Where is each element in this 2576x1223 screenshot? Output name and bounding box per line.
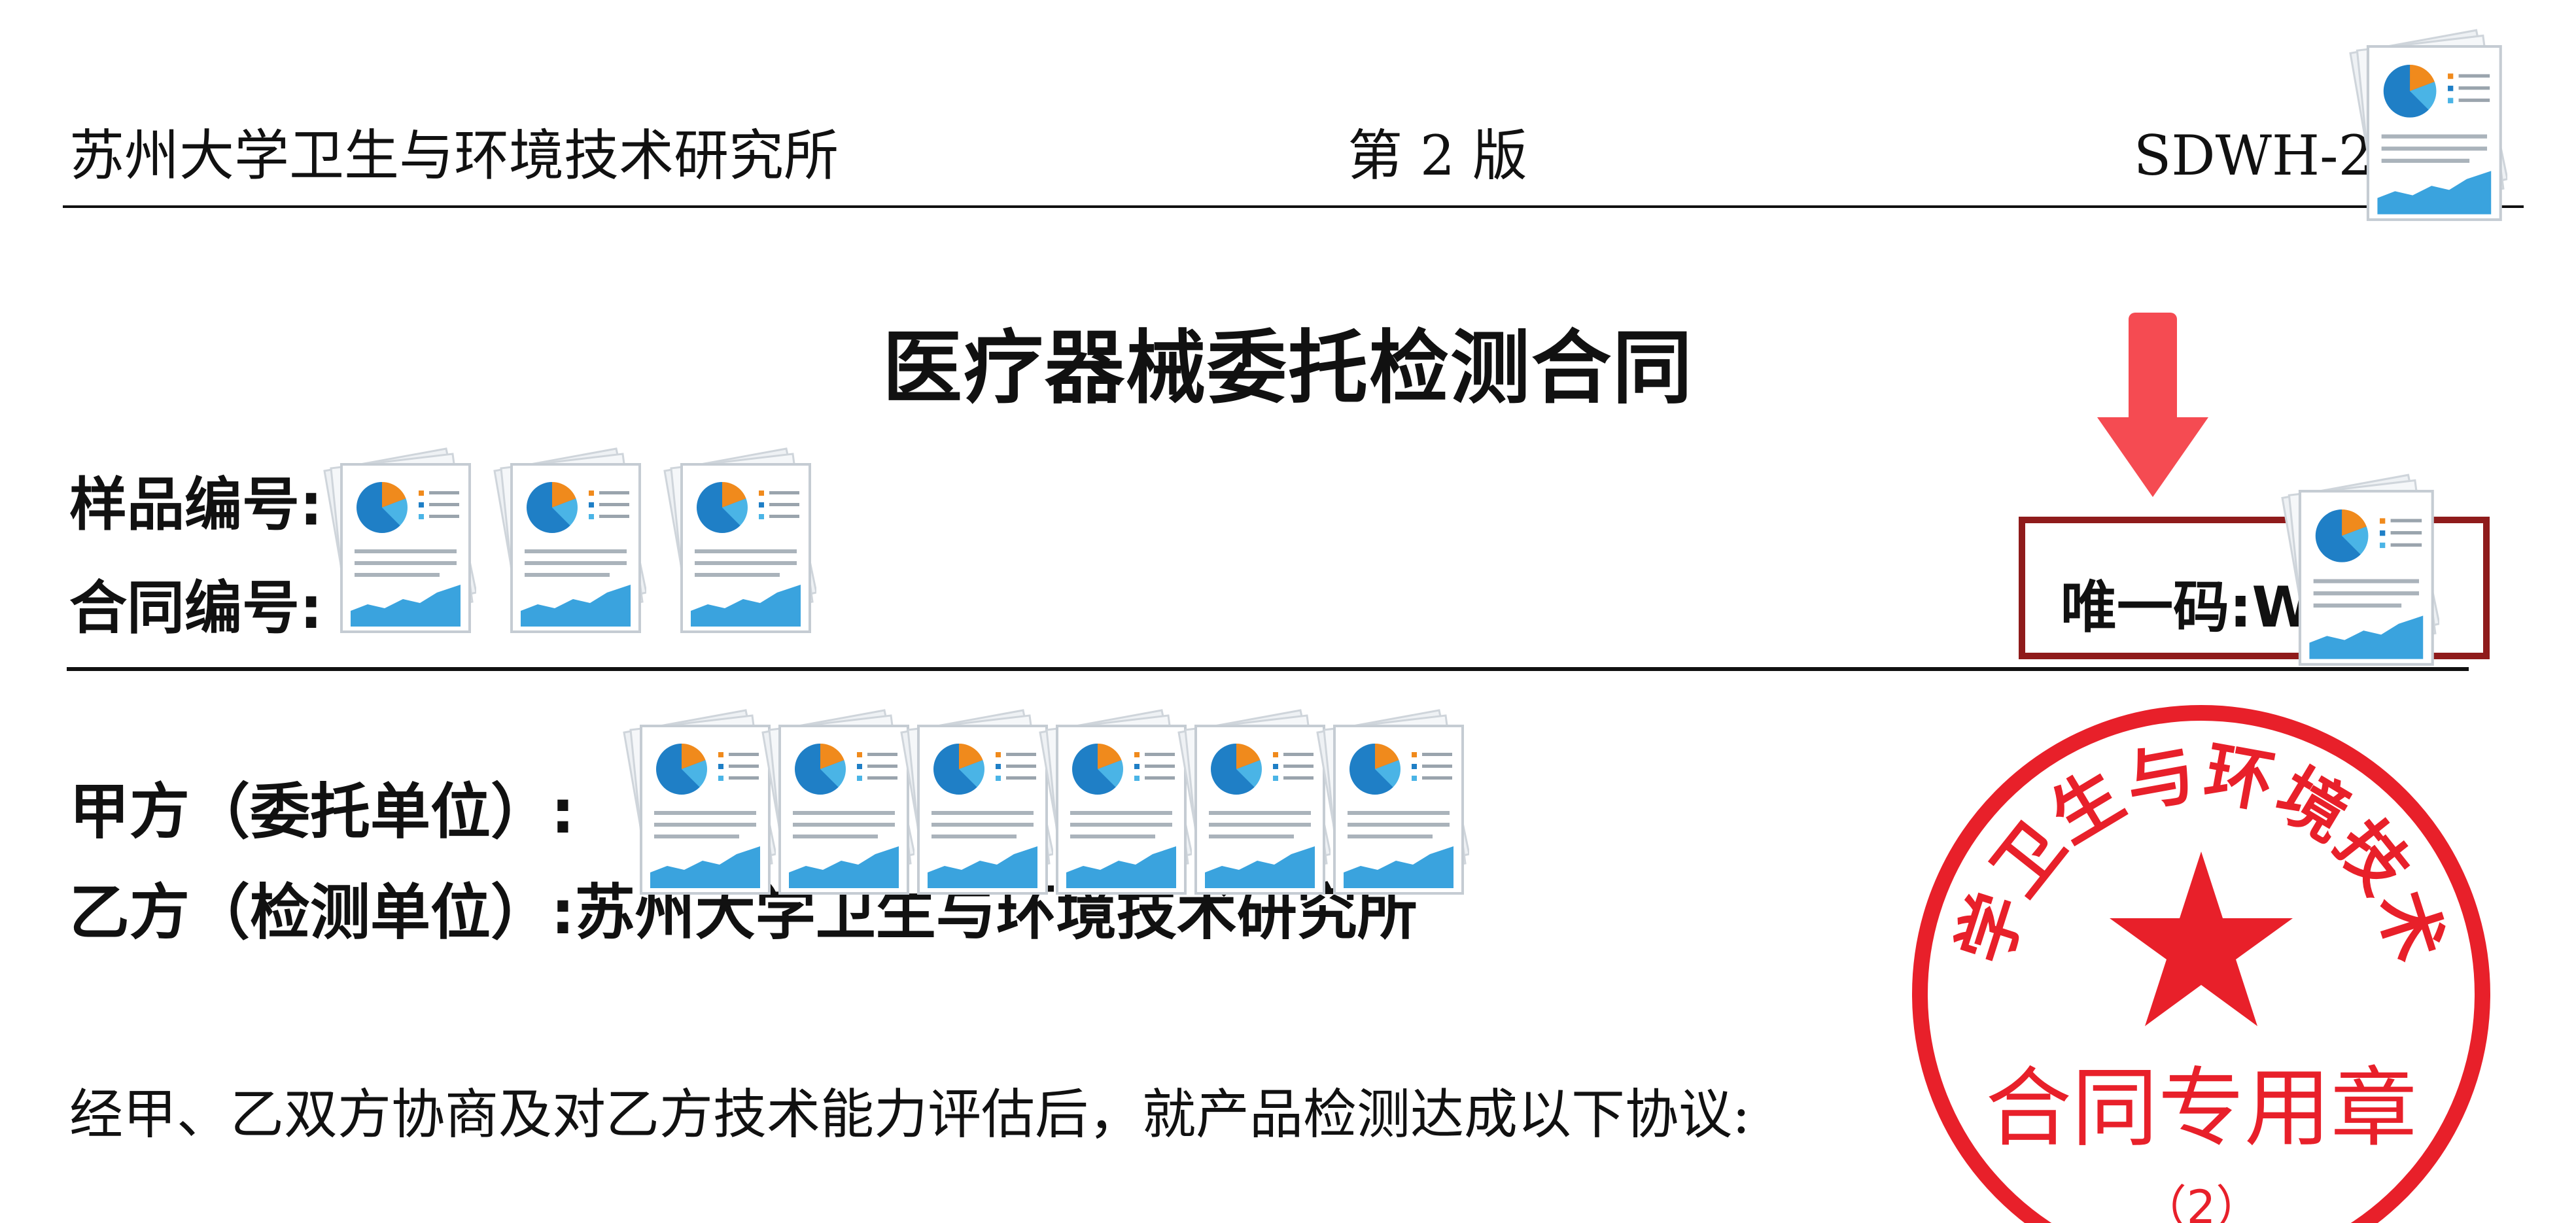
party-a-label: 甲方（委托单位）: <box>69 777 575 847</box>
document-title: 医疗器械委托检测合同 <box>882 322 1694 415</box>
header-rule <box>63 205 2524 208</box>
document-chart-icon <box>1176 706 1331 896</box>
document-chart-icon <box>2274 471 2445 667</box>
document-chart-icon <box>662 445 816 634</box>
document-chart-icon <box>322 445 476 634</box>
unique-code-label-text: 唯一码: <box>2061 575 2252 640</box>
document-chart-icon <box>492 445 646 634</box>
party-b-label: 乙方（检测单位）: <box>69 878 575 948</box>
red-arrow-icon <box>2097 313 2208 497</box>
sample-number-label: 样品编号: <box>69 471 323 538</box>
contract-number-label: 合同编号: <box>69 574 323 642</box>
agreement-sentence: 经甲、乙双方协商及对乙方技术能力评估后，就产品检测达成以下协议: <box>69 1084 1750 1146</box>
document-chart-icon <box>621 706 776 896</box>
header-institution: 苏州大学卫生与环境技术研究所 <box>69 124 839 188</box>
header-doc-code-text: SDWH-2 <box>2133 124 2373 188</box>
document-chart-icon <box>1037 706 1192 896</box>
document-chart-icon <box>1315 706 1469 896</box>
section-rule <box>67 667 2469 671</box>
document-chart-icon <box>760 706 914 896</box>
seal-center-text: 合同专用章 <box>1985 1058 2417 1159</box>
document-chart-icon <box>2346 26 2509 222</box>
official-seal-icon: 苏州大学卫生与环境技术研究所 合同专用章 （2） <box>1890 680 2490 1223</box>
document-chart-icon <box>899 706 1053 896</box>
seal-bottom-text: （2） <box>2141 1180 2262 1223</box>
header-version: 第 2 版 <box>1348 124 1527 188</box>
unique-code-box <box>2019 517 2490 659</box>
header-doc-code: SDWH-2 <box>2134 128 2524 183</box>
